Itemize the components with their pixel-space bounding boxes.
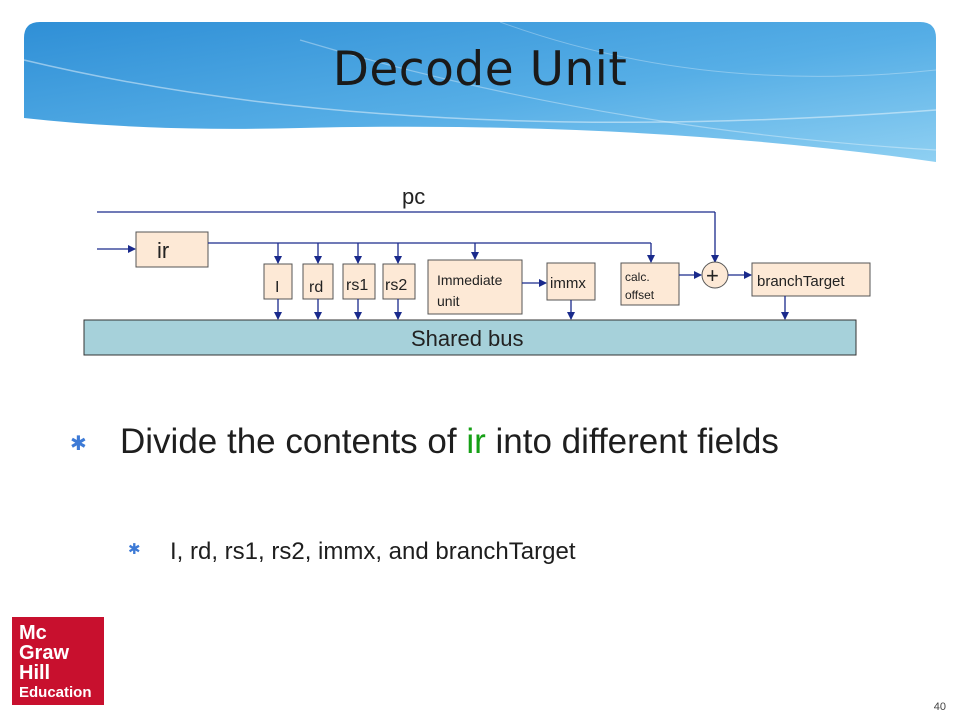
bullet-main-text-2: into different fields <box>485 422 779 461</box>
immx-label: immx <box>550 275 586 292</box>
bullet-main: ✱ Divide the contents of ir into differe… <box>70 418 830 466</box>
sub-bullet-asterisk-icon: ✱ <box>128 541 141 558</box>
branch-target-label: branchTarget <box>757 273 845 290</box>
field-label-rd: rd <box>309 279 323 296</box>
bullet-sub: ✱ I, rd, rs1, rs2, immx, and branchTarge… <box>128 538 575 566</box>
immediate-unit-line2: unit <box>437 293 460 309</box>
page-number: 40 <box>933 701 946 713</box>
field-label-i: I <box>275 279 279 296</box>
pc-wire <box>97 211 719 263</box>
field-label-rs1: rs1 <box>346 277 368 294</box>
shared-bus-label: Shared bus <box>411 326 524 351</box>
ir-drop-arrows <box>274 243 655 264</box>
bullet-main-text-1: Divide the contents of <box>120 422 467 461</box>
field-label-rs2: rs2 <box>385 277 407 294</box>
branch-target-register <box>751 262 871 297</box>
bullet-asterisk-icon: ✱ <box>70 433 87 455</box>
field-register-rs1 <box>342 263 376 300</box>
ir-register <box>135 231 209 268</box>
field-register-rs2 <box>382 263 416 300</box>
ir-label: ir <box>157 238 169 263</box>
bullet-sub-text: I, rd, rs1, rs2, immx, and branchTarget <box>170 538 576 565</box>
slide-title: Decode Unit <box>332 42 628 97</box>
bus-arrows <box>274 296 789 320</box>
calc-offset-line2: offset <box>625 288 655 302</box>
pc-label: pc <box>402 184 425 209</box>
shared-bus <box>83 319 857 356</box>
immediate-unit <box>427 259 523 315</box>
title-banner <box>23 21 937 162</box>
calc-offset-line1: calc. <box>625 270 650 284</box>
bullet-main-highlight: ir <box>466 422 486 461</box>
adder-plus-icon: + <box>706 263 719 288</box>
immediate-unit-line1: Immediate <box>437 272 503 288</box>
calc-offset-unit <box>620 262 680 306</box>
mcgraw-hill-logo: Mc Graw Hill Education <box>12 617 104 705</box>
